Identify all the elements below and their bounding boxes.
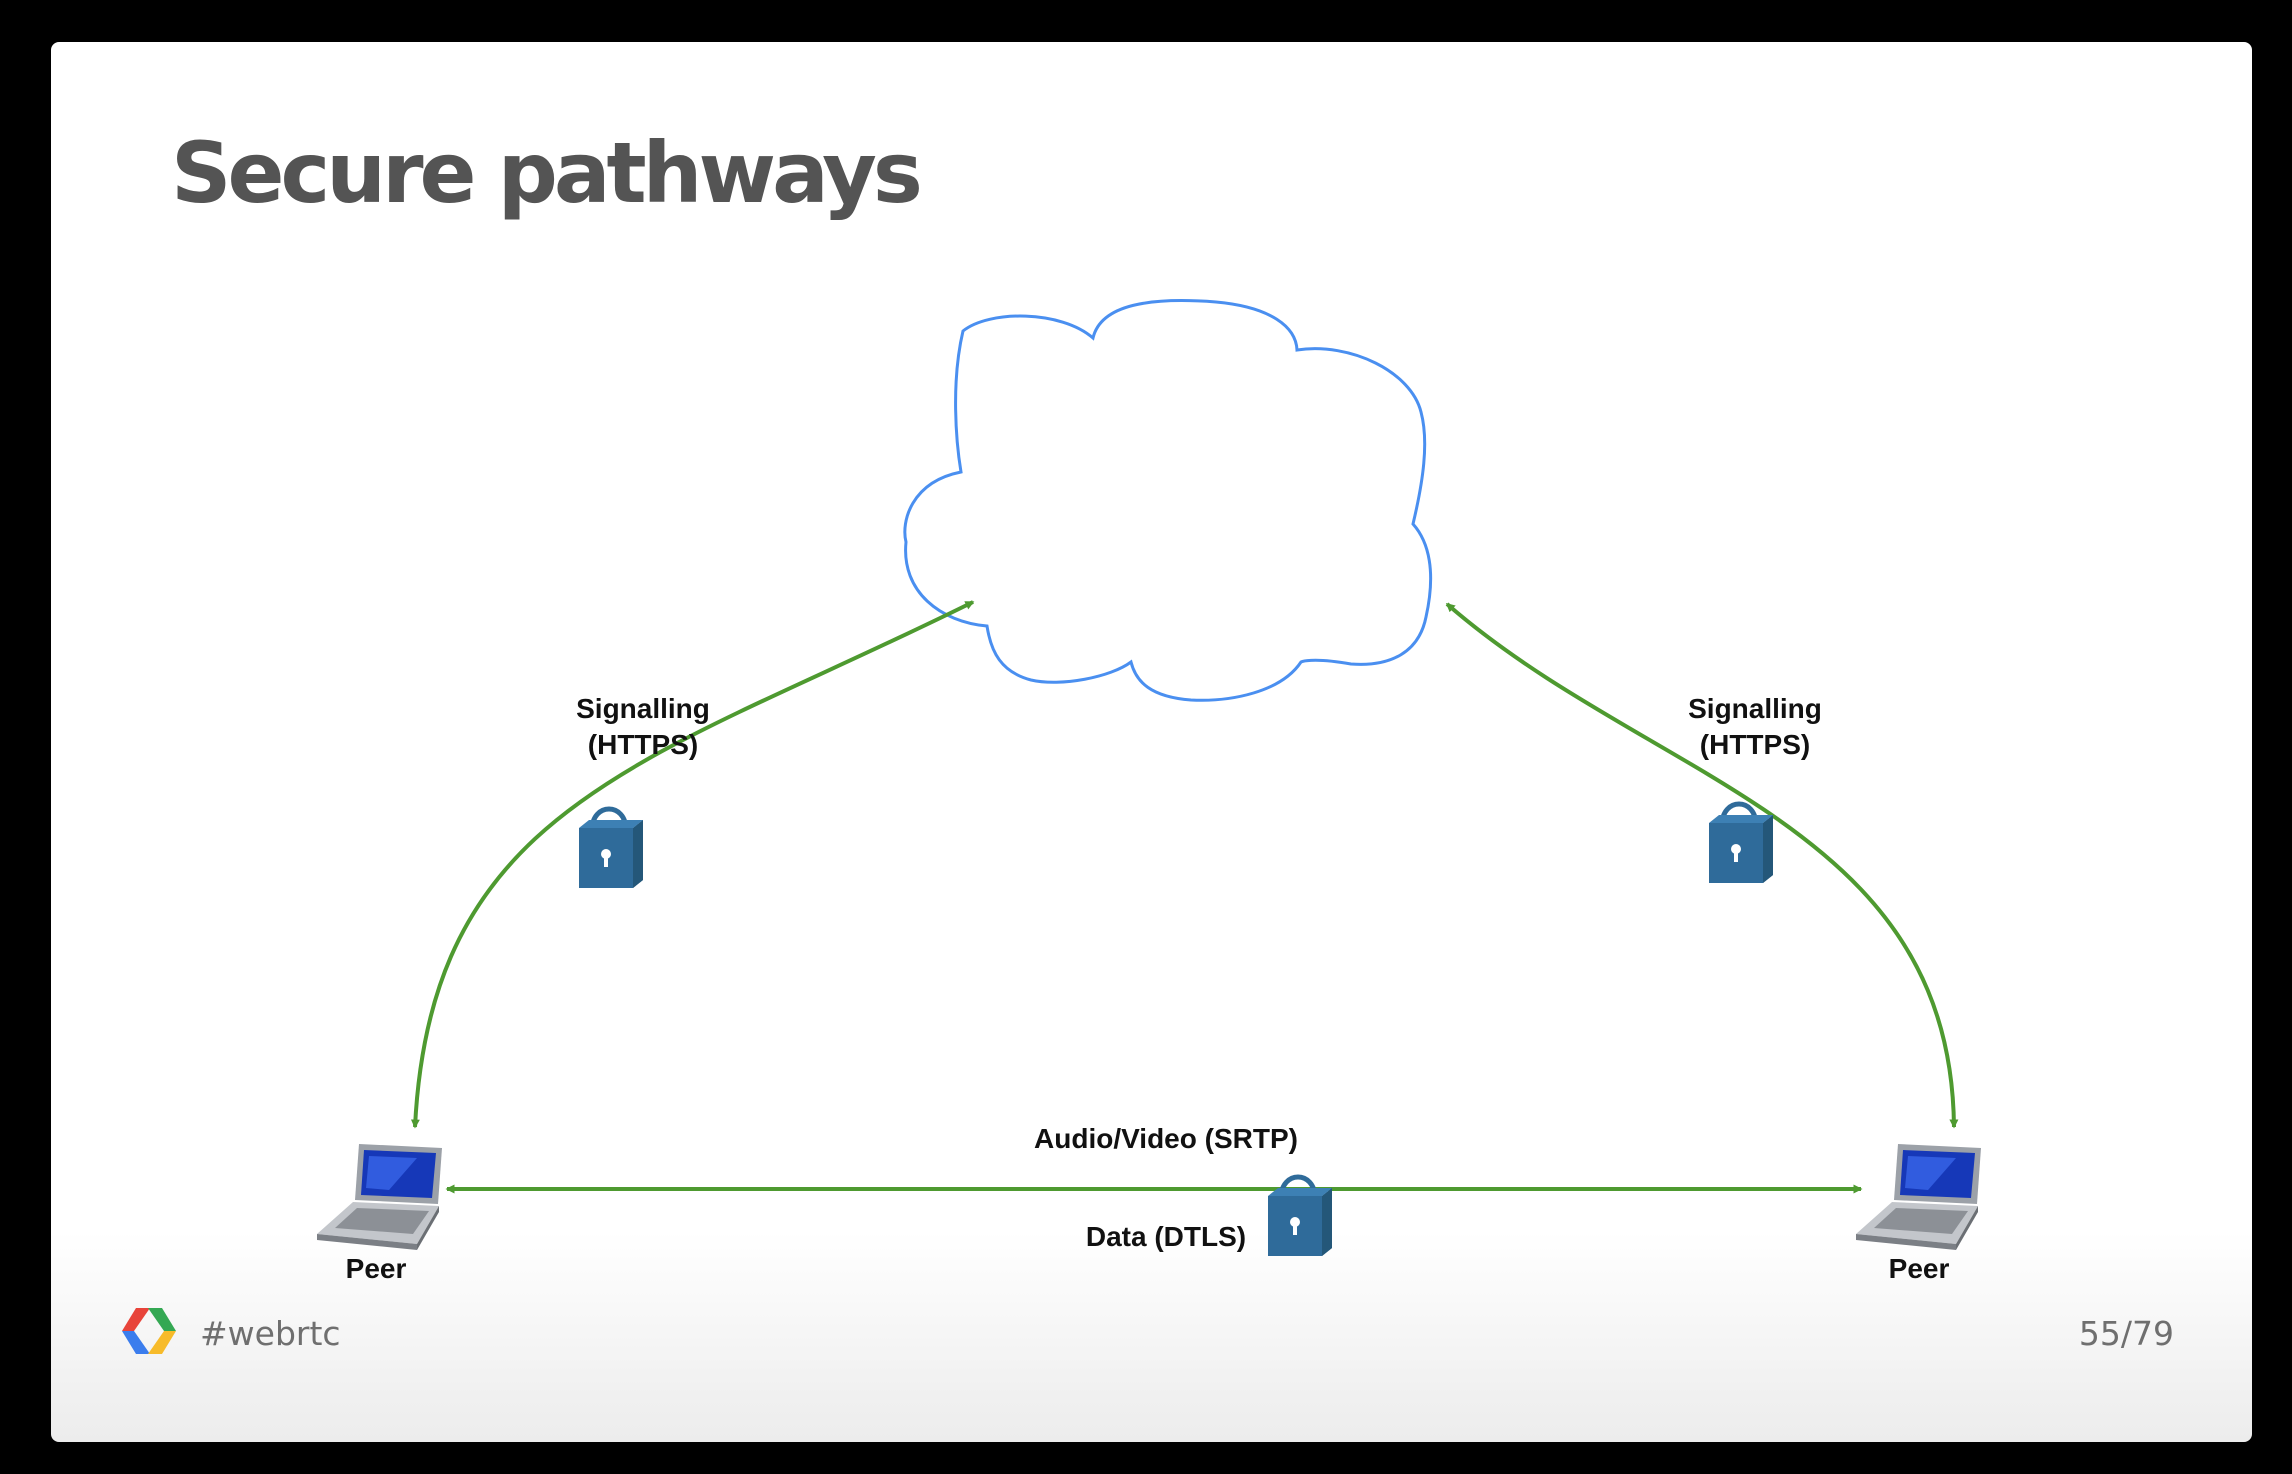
cloud-icon (903, 299, 1433, 702)
lock-icon (1709, 804, 1773, 883)
left-signalling-label: Signalling (576, 693, 710, 724)
peer-left-label: Peer (346, 1253, 407, 1284)
right-signalling-protocol: (HTTPS) (1700, 729, 1810, 760)
laptop-icon (1856, 1144, 1981, 1250)
google-developers-logo-icon (122, 1308, 176, 1354)
left-signalling-protocol: (HTTPS) (588, 729, 698, 760)
lock-icon (579, 809, 643, 888)
audio-video-label: Audio/Video (SRTP) (1034, 1123, 1298, 1154)
right-signalling-arrow (1445, 602, 1959, 1129)
page-number: 55/79 (2078, 1314, 2174, 1353)
left-signalling-arrow (410, 600, 975, 1129)
data-channel-label: Data (DTLS) (1086, 1221, 1246, 1252)
slide-title: Secure pathways (171, 124, 923, 222)
lock-icon (1268, 1177, 1332, 1256)
peer-right-label: Peer (1889, 1253, 1950, 1284)
right-signalling-label: Signalling (1688, 693, 1822, 724)
secure-pathways-diagram: Signalling (HTTPS) Signalling (HTTPS) Au… (317, 299, 1981, 1284)
slide: Secure pathways (51, 42, 2252, 1442)
laptop-icon (317, 1144, 442, 1250)
hashtag-label: #webrtc (200, 1314, 341, 1353)
